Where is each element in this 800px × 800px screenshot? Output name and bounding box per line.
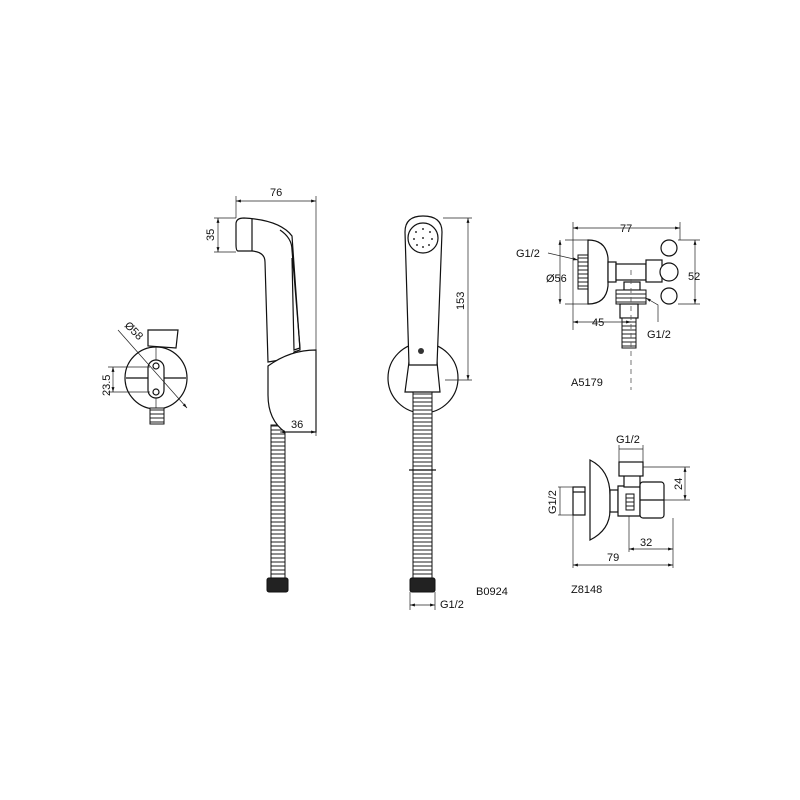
holder-diameter-label: Ø58 <box>122 320 145 343</box>
valve-z-top-thread-label: G1/2 <box>616 434 640 446</box>
holder-detail-view: Ø58 23.5 <box>101 320 188 425</box>
hose-thread-label: G1/2 <box>440 599 464 611</box>
valve-a-outlet-thread-label: G1/2 <box>647 329 671 341</box>
valve-a5179-view: 77 52 Ø56 G1/2 45 G1/2 A5179 <box>516 222 700 390</box>
valve-a-inlet-thread-label: G1/2 <box>516 248 540 260</box>
valve-z-code: Z8148 <box>571 584 602 596</box>
valve-z8148-view: G1/2 24 G1/2 32 79 Z8148 <box>547 434 690 596</box>
valve-z-height-label: 24 <box>673 478 685 490</box>
valve-a-offset-label: 45 <box>592 317 604 329</box>
head-height-label: 35 <box>205 229 217 241</box>
length-label: 153 <box>455 292 467 310</box>
valve-z-length-label: 79 <box>607 552 619 564</box>
hand-shower-code: B0924 <box>476 586 508 598</box>
valve-a-code: A5179 <box>571 377 603 389</box>
valve-a-length-label: 77 <box>620 223 632 235</box>
valve-a-height-label: 52 <box>688 271 700 283</box>
hand-shower-side-view: 76 35 36 <box>205 187 317 593</box>
flange-diameter-label: Ø56 <box>546 273 567 285</box>
holder-depth-label: 36 <box>291 419 303 431</box>
valve-z-inlet-thread-label: G1/2 <box>547 490 559 514</box>
width-label: 76 <box>270 187 282 199</box>
valve-z-offset-label: 32 <box>640 537 652 549</box>
holder-offset-label: 23.5 <box>101 375 113 396</box>
hand-shower-front-view: 153 G1/2 B0924 <box>387 215 508 611</box>
